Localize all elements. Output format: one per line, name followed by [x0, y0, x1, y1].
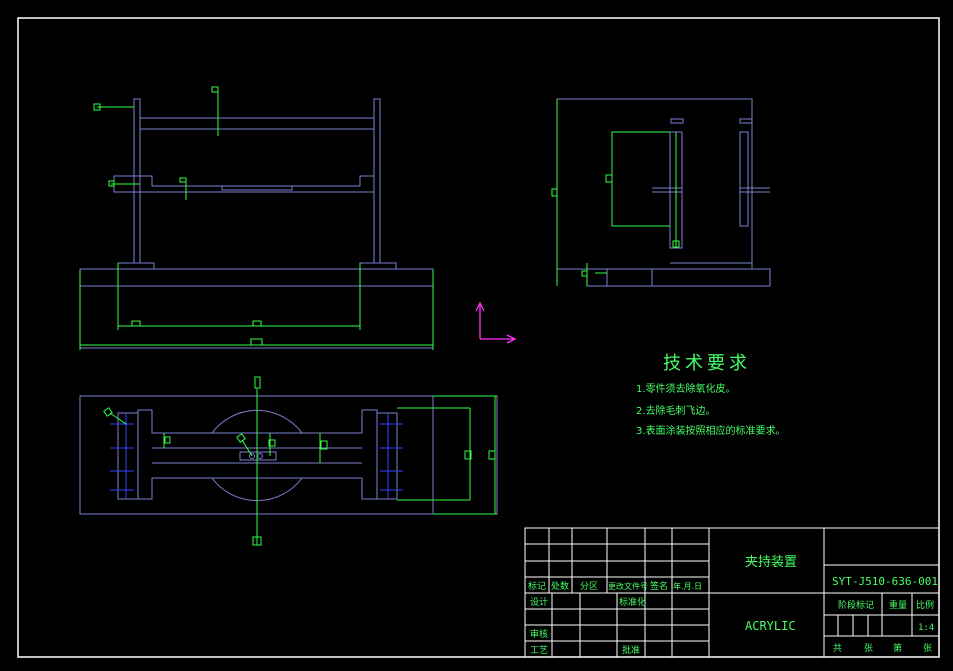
- drawing-border: [17, 17, 940, 658]
- tech-requirement-3: 3.表面涂装按照相应的标准要求。: [636, 424, 786, 437]
- role-approve-label: 批准: [622, 644, 640, 656]
- role-standardization-label: 标准化: [619, 596, 646, 608]
- technical-requirements: 技术要求 1.零件须去除氧化皮。 2.去除毛刺飞边。 3.表面涂装按照相应的标准…: [636, 353, 786, 437]
- front-view[interactable]: [79, 98, 434, 349]
- sheet-total-label: 共: [833, 643, 842, 654]
- top-view-bolts: [110, 414, 403, 498]
- rev-signature-label: 签名: [650, 580, 668, 592]
- rev-mark-label: 标记: [528, 580, 546, 592]
- tech-requirement-2: 2.去除毛刺飞边。: [636, 404, 716, 417]
- material-name: ACRYLIC: [745, 619, 796, 633]
- part-name: 夹持装置: [745, 555, 797, 570]
- weight-label: 重量: [889, 599, 907, 611]
- role-process-label: 工艺: [530, 645, 548, 656]
- front-view-dimensions: [79, 86, 434, 350]
- role-review-label: 审核: [530, 628, 548, 640]
- drawing-number: SYT-J510-636-001: [832, 575, 938, 588]
- tech-requirements-title: 技术要求: [663, 353, 751, 374]
- rev-date-label: 年.月.日: [673, 581, 702, 591]
- stage-mark-label: 阶段标记: [838, 599, 874, 611]
- tech-requirement-1: 1.零件须去除氧化皮。: [636, 382, 736, 395]
- sheet-unit-label-2: 张: [923, 643, 932, 654]
- role-design-label: 设计: [530, 596, 548, 608]
- rev-zone-label: 分区: [580, 581, 598, 592]
- scale-label: 比例: [916, 599, 934, 611]
- sheet-unit-label-1: 张: [864, 643, 873, 654]
- top-view[interactable]: [79, 395, 498, 515]
- top-view-dimensions: [103, 376, 497, 546]
- scale-value: 1:4: [918, 623, 934, 633]
- side-view[interactable]: [556, 98, 771, 287]
- rev-change-doc-label: 更改文件号: [608, 581, 648, 591]
- rev-count-label: 处数: [551, 580, 569, 592]
- sheet-number-label: 第: [893, 642, 902, 654]
- ucs-axis-icon: [475, 301, 517, 344]
- title-block[interactable]: 标记 处数 分区 更改文件号 签名 年.月.日 设计 标准化 审核 工艺 批准 …: [524, 527, 940, 658]
- side-view-dimensions: [551, 99, 680, 286]
